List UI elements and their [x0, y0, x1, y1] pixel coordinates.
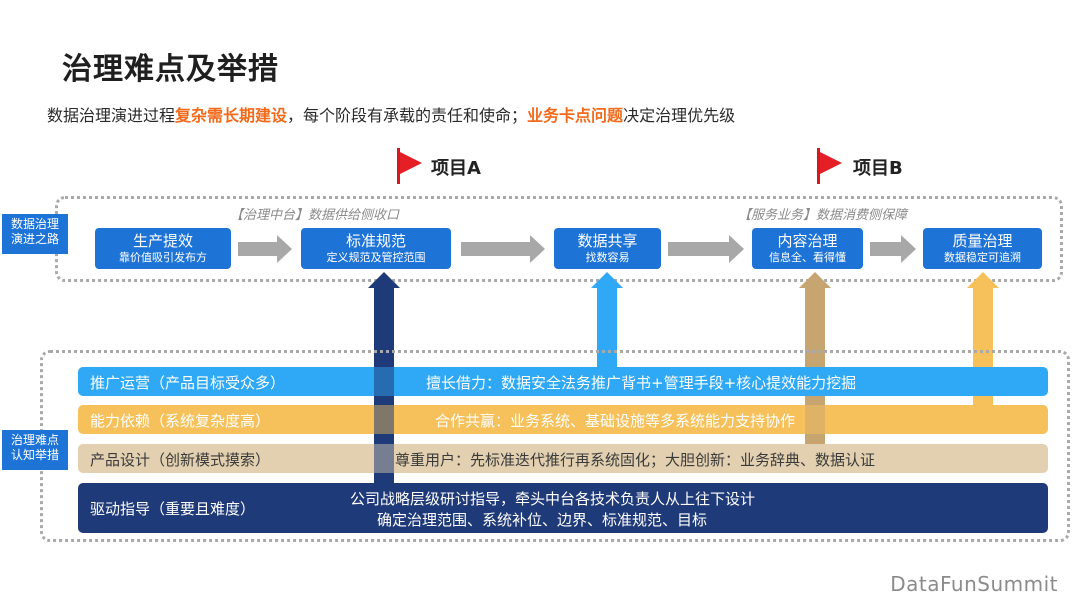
- stage-sharing-sub: 找数容易: [585, 251, 630, 264]
- stage-standards-title: 标准规范: [345, 232, 406, 250]
- stage-standards-sub: 定义规范及管控范围: [326, 251, 426, 264]
- band-promotion: 推广运营（产品目标受众多） 擅长借力：数据安全法务推广背书+管理手段+核心提效能…: [78, 367, 1048, 396]
- flag-b-icon: [820, 152, 842, 174]
- subtitle-highlight-1: 复杂需长期建设: [175, 106, 288, 125]
- band-design-right: 尊重用户：先标准迭代推行再系统固化；大胆创新：业务辞典、数据认证: [395, 451, 876, 469]
- flow-arrow-4: [870, 235, 916, 263]
- band-design-left: 产品设计（创新模式摸索）: [90, 451, 271, 469]
- subtitle-part2: ，每个阶段有承载的责任和使命；: [287, 106, 528, 125]
- band-promotion-left: 推广运营（产品目标受众多）: [90, 374, 286, 392]
- band-guidance-left: 驱动指导（重要且难度）: [90, 500, 256, 518]
- flow-arrow-3: [668, 235, 744, 263]
- stage-production-title: 生产提效: [132, 232, 193, 250]
- band-design: 产品设计（创新模式摸索） 尊重用户：先标准迭代推行再系统固化；大胆创新：业务辞典…: [78, 444, 1048, 473]
- vertical-arrow-lightblue-head: [591, 272, 623, 288]
- subtitle-part1: 数据治理演进过程: [47, 106, 176, 125]
- vertical-arrow-navy-overlay: [374, 367, 394, 473]
- milestone-b: 项目B: [817, 148, 937, 188]
- page-title: 治理难点及举措: [62, 52, 279, 87]
- band-guidance: 驱动指导（重要且难度） 公司战略层级研讨指导，牵头中台各技术负责人从上往下设计 …: [78, 483, 1048, 533]
- watermark: DataFunSummit: [890, 572, 1058, 596]
- subtitle: 数据治理演进过程复杂需长期建设，每个阶段有承载的责任和使命；业务卡点问题决定治理…: [47, 102, 735, 126]
- stage-standards: 标准规范 定义规范及管控范围: [301, 228, 451, 269]
- flow-arrow-2: [461, 235, 545, 263]
- vertical-arrow-tan-head: [799, 272, 831, 288]
- vertical-arrow-yellow-head: [967, 272, 999, 288]
- stage-production: 生产提效 靠价值吸引发布方: [95, 228, 231, 269]
- band-dependency-right: 合作共赢：业务系统、基础设施等多系统能力支持协作: [435, 412, 796, 430]
- stage-quality-title: 质量治理: [952, 232, 1013, 250]
- stage-sharing: 数据共享 找数容易: [554, 228, 661, 269]
- band-dependency: 能力依赖（系统复杂度高） 合作共赢：业务系统、基础设施等多系统能力支持协作: [78, 405, 1048, 434]
- milestone-b-label: 项目B: [853, 158, 903, 179]
- stage-sharing-title: 数据共享: [577, 232, 638, 250]
- stage-quality: 质量治理 数据稳定可追溯: [923, 228, 1042, 269]
- band-guidance-right-line2: 确定治理范围、系统补位、边界、标准规范、目标: [377, 511, 708, 529]
- difficulties-side-label: 治理难点认知举措: [2, 430, 68, 470]
- milestone-a-label: 项目A: [431, 158, 481, 179]
- flag-a-icon: [400, 152, 422, 174]
- stage-content-title: 内容治理: [777, 232, 838, 250]
- flag-pole-a: [397, 148, 400, 184]
- flow-arrow-1: [238, 235, 292, 263]
- band-dependency-left: 能力依赖（系统复杂度高）: [90, 412, 271, 430]
- band-guidance-right-line1: 公司战略层级研讨指导，牵头中台各技术负责人从上往下设计: [350, 490, 756, 508]
- stage-content: 内容治理 信息全、看得懂: [752, 228, 863, 269]
- stage-production-sub: 靠价值吸引发布方: [119, 251, 207, 264]
- stage-content-sub: 信息全、看得懂: [769, 251, 846, 264]
- evolution-side-label: 数据治理演进之路: [2, 214, 68, 254]
- vertical-arrow-tan-overlay: [805, 405, 825, 434]
- caption-left: 【治理中台】数据供给侧收口: [230, 208, 400, 223]
- milestone-a: 项目A: [397, 148, 517, 188]
- subtitle-part3: 决定治理优先级: [623, 106, 736, 125]
- band-promotion-right: 擅长借力：数据安全法务推广背书+管理手段+核心提效能力挖掘: [426, 374, 857, 392]
- flag-pole-b: [817, 148, 820, 184]
- subtitle-highlight-2: 业务卡点问题: [527, 106, 624, 125]
- vertical-arrow-navy-head: [368, 272, 400, 288]
- caption-right: 【服务业务】数据消费侧保障: [738, 208, 908, 223]
- stage-quality-sub: 数据稳定可追溯: [944, 251, 1021, 264]
